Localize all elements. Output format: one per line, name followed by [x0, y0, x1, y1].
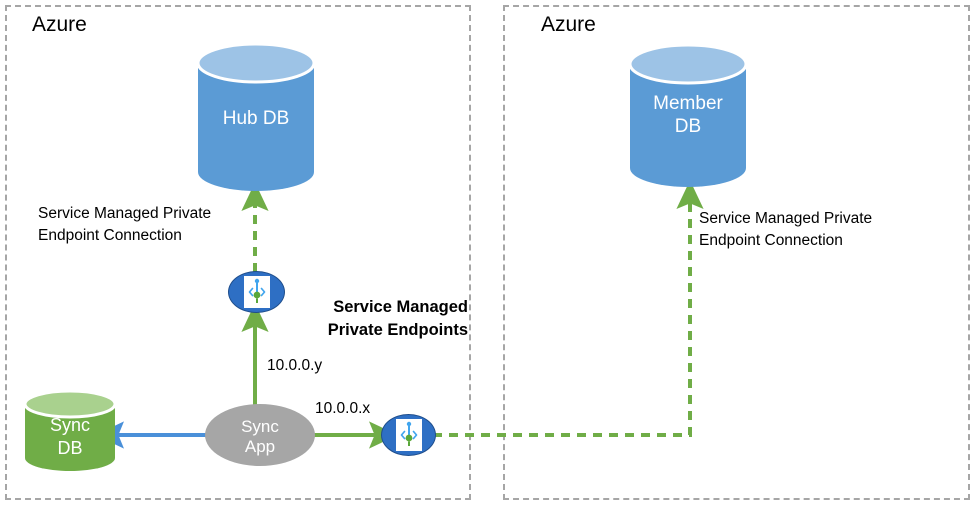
node-hub-db[interactable]: Hub DB — [196, 42, 316, 191]
node-private-endpoint-member[interactable] — [381, 414, 436, 456]
node-sync-app[interactable]: Sync App — [205, 404, 315, 466]
sync-app-label-line1: Sync — [241, 417, 279, 436]
sync-db-cylinder-shape — [23, 389, 117, 471]
member-db-cylinder-shape — [628, 43, 748, 187]
ip-label-hub: 10.0.0.y — [267, 357, 323, 374]
annotation-endpoints-title: Service Managed Private Endpoints — [327, 298, 468, 339]
sync-app-label-line2: App — [244, 437, 276, 456]
annotation-member-connection: Service Managed Private Endpoint Connect… — [699, 210, 873, 249]
hub-db-cylinder-shape — [196, 42, 316, 191]
ip-label-member: 10.0.0.x — [315, 400, 371, 417]
private-link-endpoint-icon — [395, 419, 422, 451]
node-private-endpoint-hub[interactable] — [228, 271, 285, 313]
azure-zone-left-label: Azure — [32, 13, 87, 36]
node-sync-db[interactable]: Sync DB — [23, 389, 117, 471]
private-link-endpoint-icon — [243, 276, 270, 308]
azure-zone-right-label: Azure — [541, 13, 596, 36]
annotation-hub-connection: Service Managed Private Endpoint Connect… — [38, 205, 212, 244]
node-member-db[interactable]: Member DB — [628, 43, 748, 187]
